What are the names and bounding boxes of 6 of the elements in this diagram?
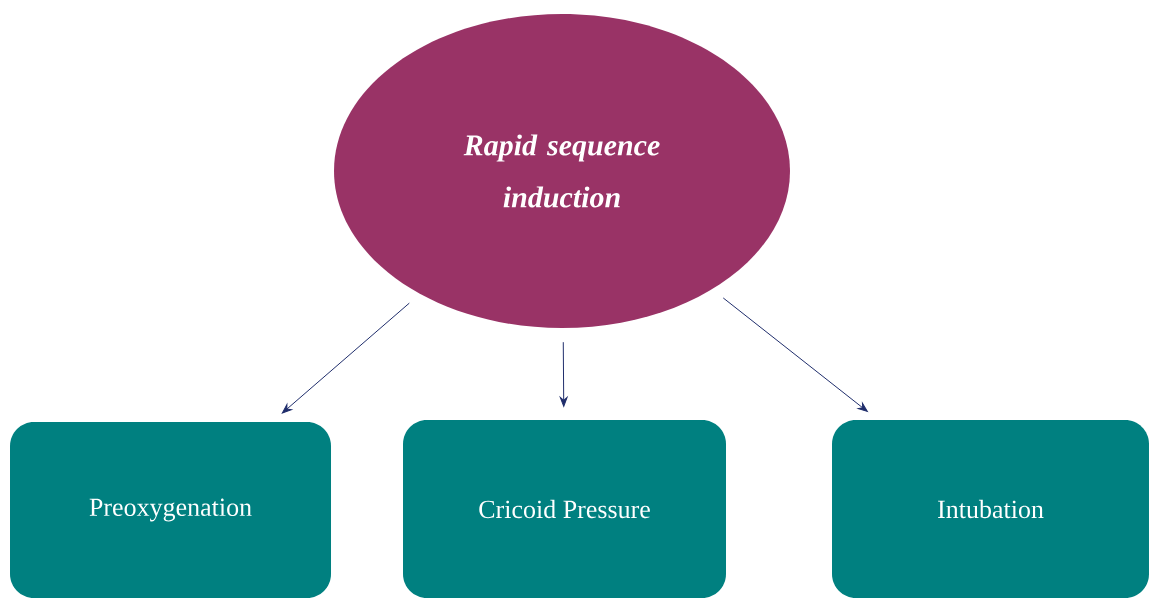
step-box: Intubation xyxy=(832,420,1149,598)
step-box: Preoxygenation xyxy=(10,422,331,598)
arrow xyxy=(722,297,868,412)
arrow xyxy=(559,341,568,407)
step-box: Cricoid Pressure xyxy=(403,420,726,598)
arrow xyxy=(281,302,410,414)
